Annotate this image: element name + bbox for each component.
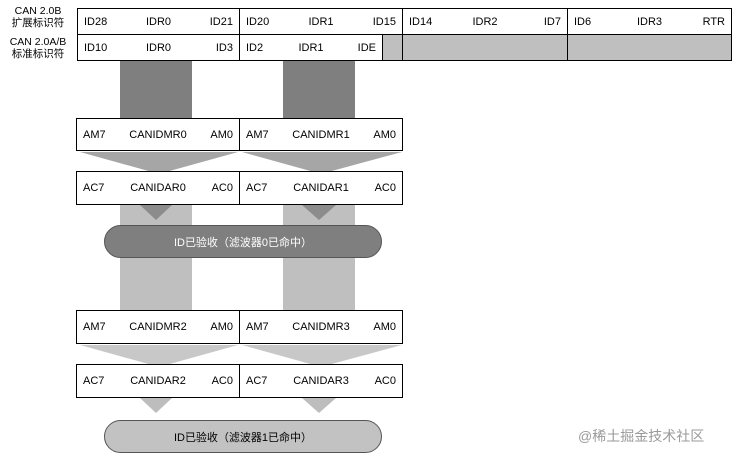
- filter1-hit-result: ID已验收（滤波器1已命中）: [104, 420, 382, 453]
- arrow-mask3-to-acc3: [242, 345, 402, 365]
- std-unused-cell-3: [567, 34, 732, 61]
- acceptance-register-canidar1: AC7 CANIDAR1 AC0: [239, 171, 403, 205]
- arrow-acc3-down: [302, 398, 336, 413]
- std-id-label-line2: 标准标识符: [11, 48, 65, 60]
- cell-center: CANIDAR1: [293, 182, 349, 194]
- cell-left: AM7: [83, 128, 106, 141]
- cell-left: ID14: [409, 15, 433, 28]
- mask-register-canidmr3: AM7 CANIDMR3 AM0: [239, 310, 403, 344]
- cell-right: IDE: [357, 41, 376, 54]
- cell-center: IDR0: [145, 41, 172, 54]
- cell-center: IDR0: [145, 15, 172, 28]
- cell-left: AM7: [83, 321, 106, 333]
- cell-right: AC0: [211, 375, 233, 387]
- arrow-mask2-to-acc2: [80, 345, 238, 365]
- ext-idr1-cell: ID20 IDR1 ID15: [239, 8, 403, 35]
- band-dark-1: [283, 61, 355, 119]
- cell-left: AM7: [246, 321, 269, 333]
- cell-right: AC0: [374, 375, 396, 387]
- std-id-label: CAN 2.0A/B 标准标识符: [0, 36, 76, 60]
- ext-idr3-cell: ID6 IDR3 RTR: [567, 8, 732, 35]
- cell-left: ID6: [574, 15, 592, 28]
- std-idr0-cell: ID10 IDR0 ID3: [77, 34, 240, 61]
- cell-left: ID28: [84, 15, 108, 28]
- cell-right: AM0: [373, 128, 396, 141]
- arrow-acc0-down: [140, 205, 172, 220]
- cell-center: CANIDAR0: [130, 182, 186, 194]
- cell-left: AC7: [83, 375, 105, 387]
- cell-center: CANIDMR2: [129, 321, 187, 333]
- cell-center: IDR2: [472, 15, 498, 28]
- arrow-acc1-down: [302, 205, 336, 220]
- watermark-text: @稀土掘金技术社区: [578, 428, 705, 444]
- cell-left: AC7: [246, 375, 268, 387]
- cell-center: CANIDAR3: [293, 375, 349, 387]
- cell-right: ID21: [209, 15, 233, 28]
- cell-center: CANIDMR1: [292, 128, 350, 141]
- cell-right: AC0: [374, 182, 396, 194]
- cell-left: AM7: [246, 128, 269, 141]
- cell-right: ID15: [372, 15, 396, 28]
- cell-right: AM0: [210, 321, 233, 333]
- cell-right: AM0: [210, 128, 233, 141]
- cell-right: RTR: [702, 15, 725, 28]
- arrow-acc2-down: [140, 398, 172, 413]
- mask-register-canidmr0: AM7 CANIDMR0 AM0: [76, 118, 240, 151]
- cell-left: ID2: [246, 41, 264, 54]
- arrow-mask0-to-acc0: [80, 152, 238, 172]
- cell-left: ID20: [246, 15, 270, 28]
- cell-left: ID10: [84, 41, 108, 54]
- cell-center: IDR1: [298, 41, 324, 54]
- std-unused-cell-1: [382, 34, 403, 61]
- acceptance-register-canidar2: AC7 CANIDAR2 AC0: [76, 364, 240, 398]
- std-unused-cell-2: [402, 34, 568, 61]
- ext-idr2-cell: ID14 IDR2 ID7: [402, 8, 568, 35]
- cell-left: AC7: [83, 182, 105, 194]
- cell-right: AC0: [211, 182, 233, 194]
- cell-center: CANIDAR2: [130, 375, 186, 387]
- band-dark-0: [120, 61, 192, 119]
- ext-idr0-cell: ID28 IDR0 ID21: [77, 8, 240, 35]
- std-id-label-line1: CAN 2.0A/B: [9, 36, 67, 48]
- cell-left: AC7: [246, 182, 268, 194]
- ext-id-label-line2: 扩展标识符: [11, 17, 65, 29]
- cell-right: ID3: [215, 41, 233, 54]
- cell-center: CANIDMR0: [129, 128, 187, 141]
- ext-id-label: CAN 2.0B 扩展标识符: [0, 5, 76, 29]
- acceptance-register-canidar3: AC7 CANIDAR3 AC0: [239, 364, 403, 398]
- arrow-mask1-to-acc1: [242, 152, 402, 172]
- cell-center: CANIDMR3: [292, 321, 350, 333]
- cell-right: ID7: [543, 15, 561, 28]
- cell-center: IDR1: [308, 15, 334, 28]
- cell-right: AM0: [373, 321, 396, 333]
- cell-center: IDR3: [636, 15, 663, 28]
- mask-register-canidmr1: AM7 CANIDMR1 AM0: [239, 118, 403, 151]
- filter0-hit-result: ID已验收（滤波器0已命中）: [104, 225, 382, 258]
- ext-id-label-line1: CAN 2.0B: [14, 5, 62, 17]
- mask-register-canidmr2: AM7 CANIDMR2 AM0: [76, 310, 240, 344]
- acceptance-register-canidar0: AC7 CANIDAR0 AC0: [76, 171, 240, 205]
- std-idr1-cell: ID2 IDR1 IDE: [239, 34, 383, 61]
